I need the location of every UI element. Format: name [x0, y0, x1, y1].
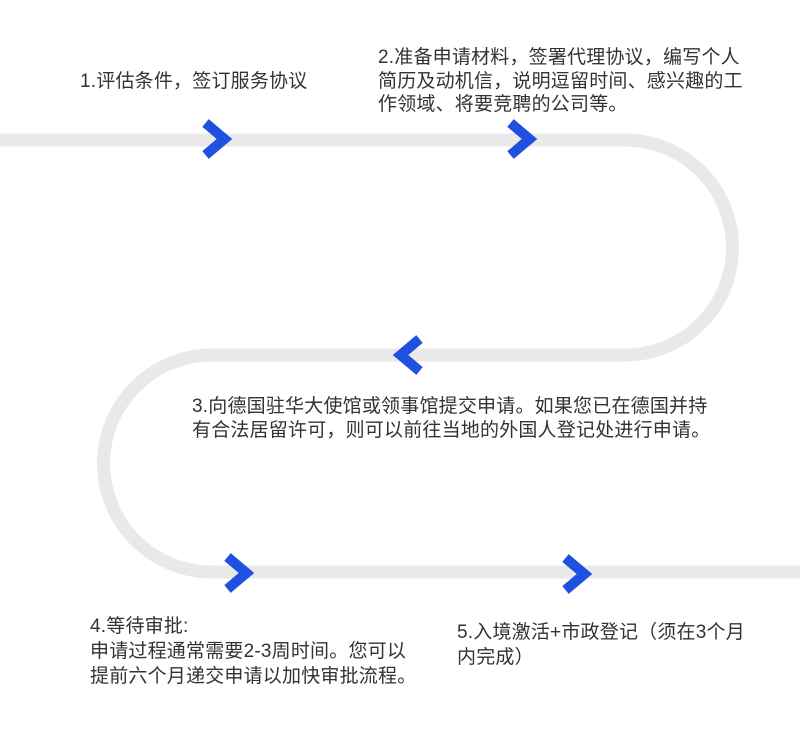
- chevron-right-icon: [507, 119, 538, 159]
- step-3-text: 3.向德国驻华大使馆或领事馆提交申请。如果您已在德国并持 有合法居留许可，则可以…: [192, 396, 711, 441]
- step-5-text: 5.入境激活+市政登记（须在3个月 内完成）: [457, 622, 745, 668]
- chevron-right-icon: [562, 554, 593, 594]
- step-1-text: 1.评估条件，签订服务协议: [80, 71, 308, 92]
- chevron-right-icon: [224, 553, 255, 593]
- process-path: [0, 133, 800, 579]
- step-2-text: 2.准备申请材料，签署代理协议，编写个人 简历及动机信，说明逗留时间、感兴趣的工…: [378, 47, 743, 115]
- chevron-right-icon: [202, 119, 233, 159]
- chevron-left-icon: [392, 335, 423, 375]
- step-4-text: 4.等待审批: 申请过程通常需要2-3周时间。您可以 提前六个月递交申请以加快审…: [90, 616, 417, 687]
